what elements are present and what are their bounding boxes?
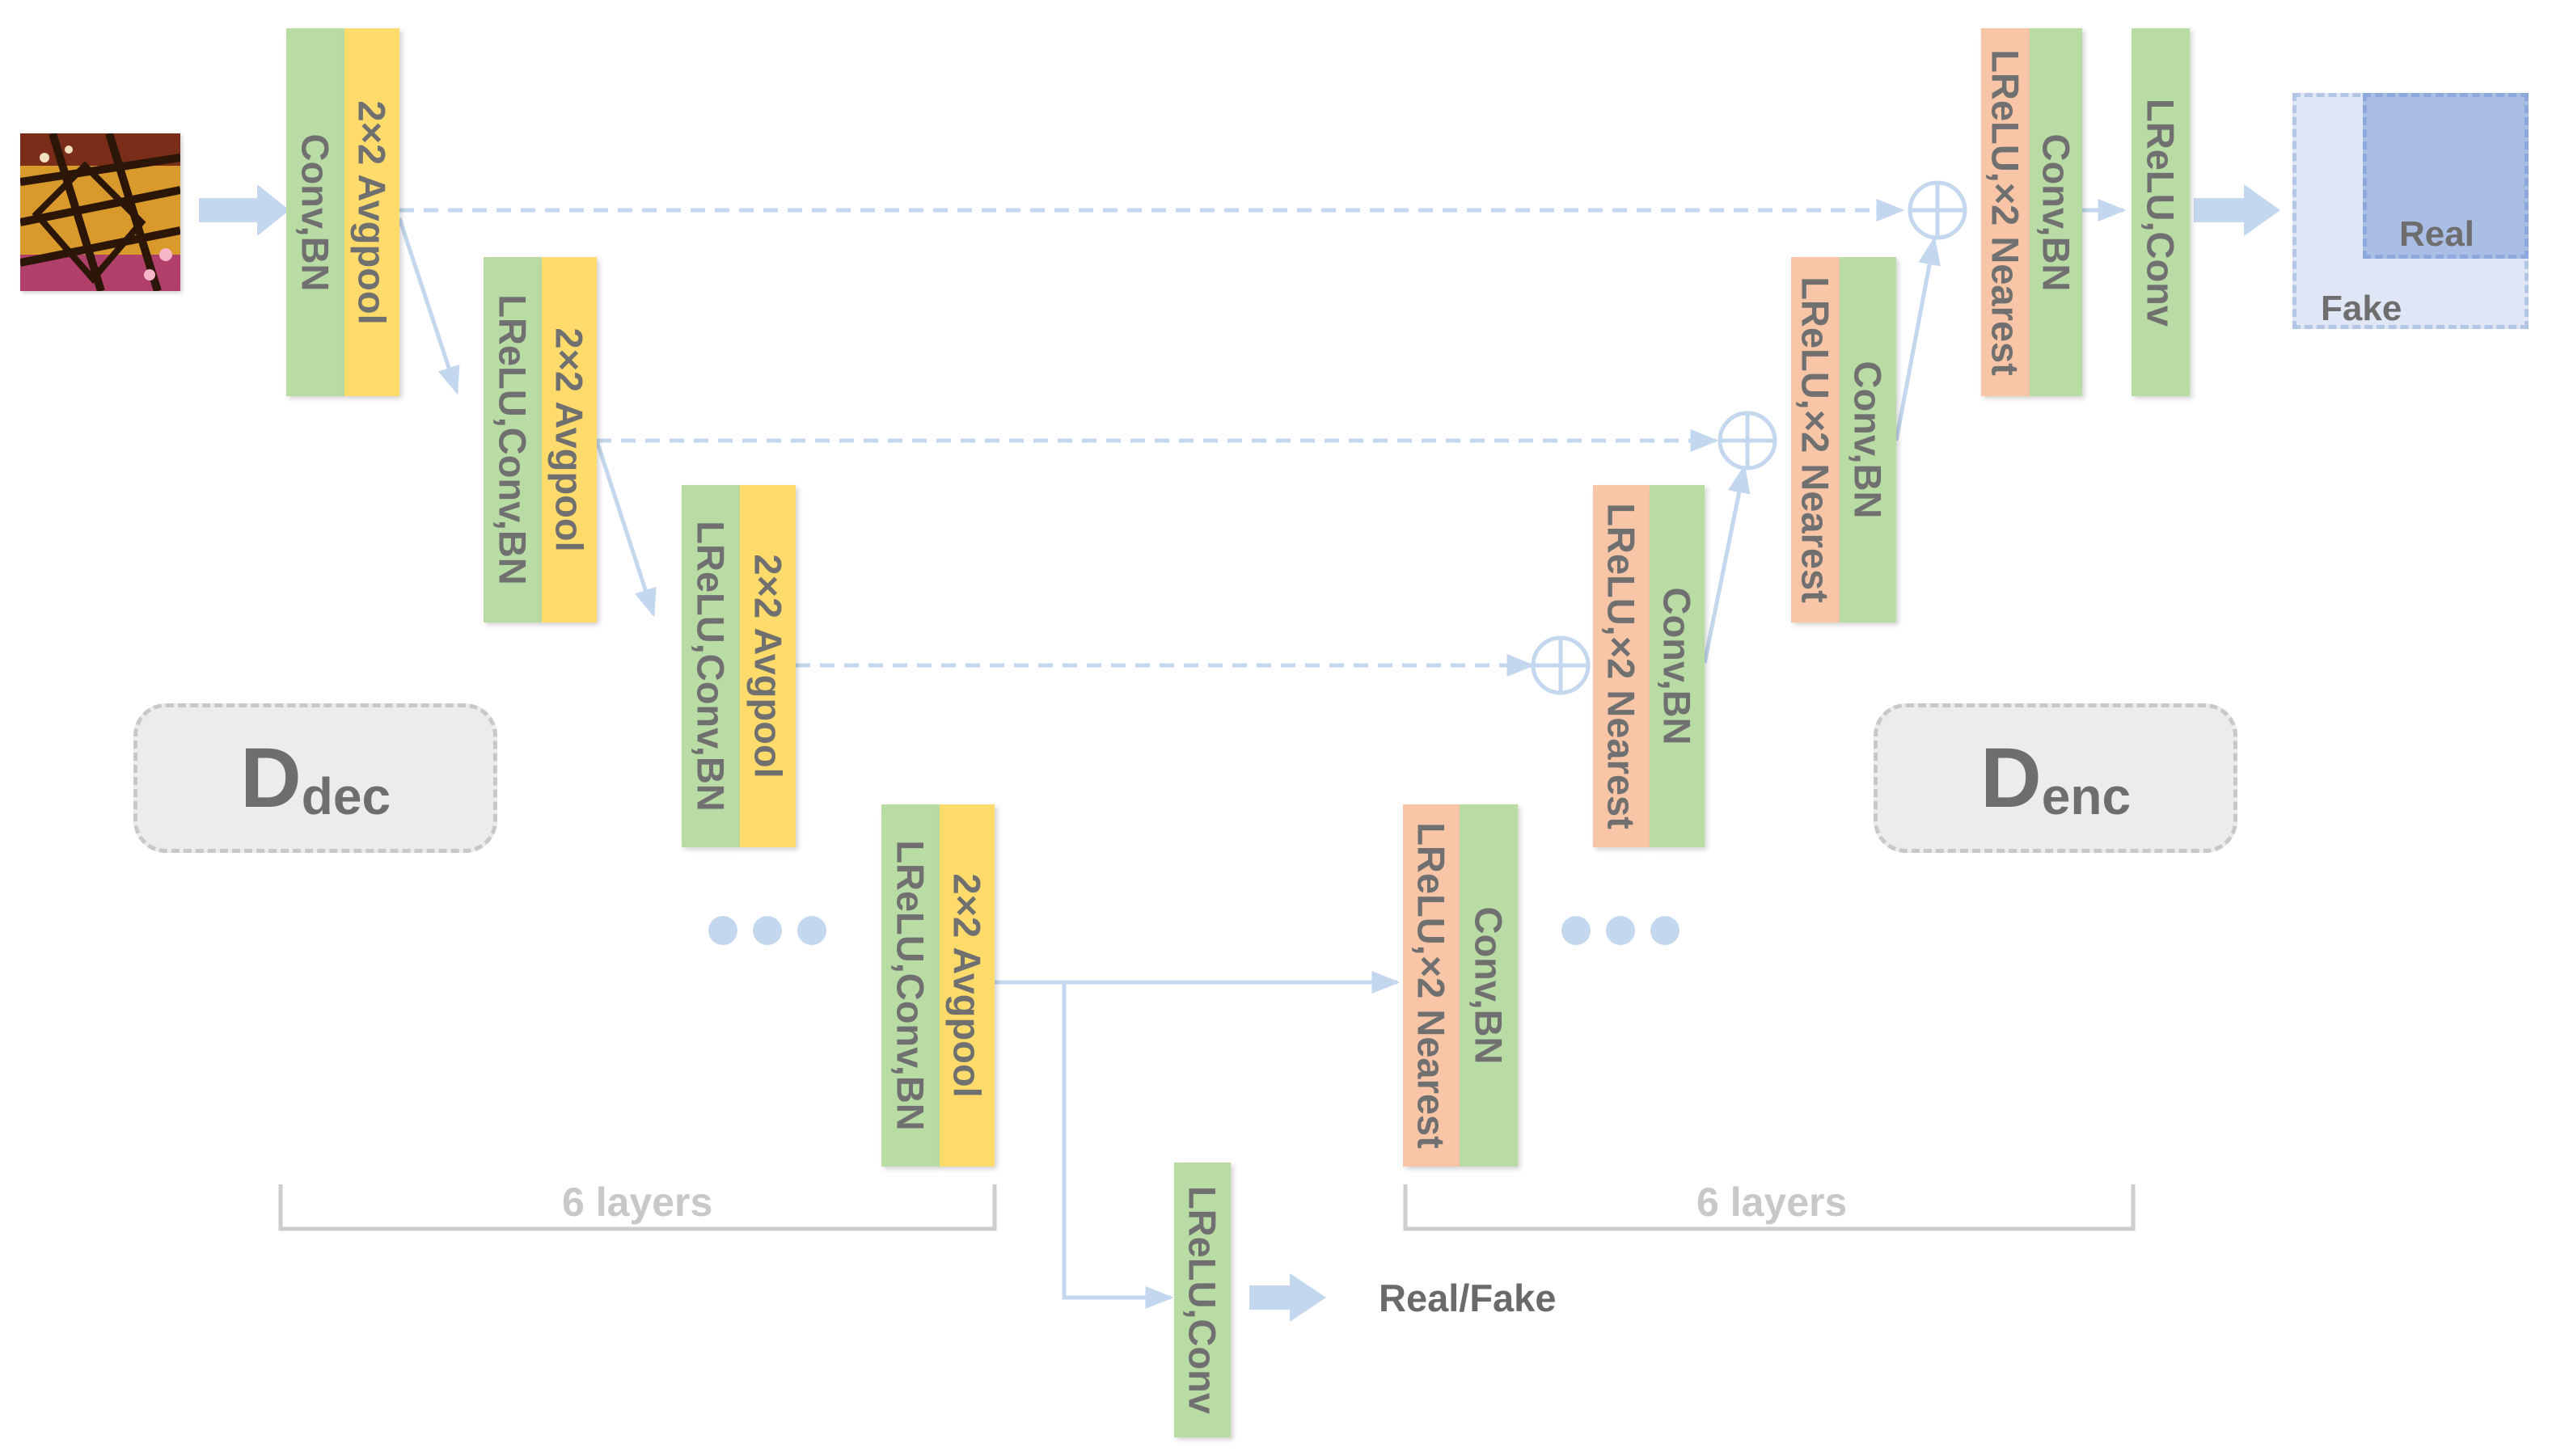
u3-nearest-label: LReLU,×2 Nearest	[1599, 503, 1643, 829]
d1-conv-bn-block: Conv,BN	[286, 28, 344, 396]
ellipsis-dot	[797, 916, 826, 945]
plus-1	[1908, 180, 1967, 240]
d1-conv-bn-label: Conv,BN	[294, 133, 337, 291]
d3-avgpool-block: 2×2 Avgpool	[740, 485, 796, 847]
plus-2	[1718, 411, 1777, 471]
left-layers-bracket	[278, 1184, 997, 1231]
d-enc-sub: enc	[2041, 767, 2132, 825]
u3-conv-bn-label: Conv,BN	[1655, 587, 1699, 745]
d4-avgpool-block: 2×2 Avgpool	[940, 804, 995, 1167]
u1-conv-bn-label: Conv,BN	[2034, 133, 2077, 291]
branch-line	[1062, 982, 1174, 1309]
d3-conv-bn-label: LReLU,Conv,BN	[689, 521, 733, 812]
d-dec-main: D	[239, 730, 302, 825]
ellipsis-dot	[753, 916, 782, 945]
output-real-patch: Real	[2363, 93, 2529, 259]
output-arrow	[2194, 184, 2280, 236]
d2-avgpool-block: 2×2 Avgpool	[542, 257, 597, 622]
u4-conv-bn-label: Conv,BN	[1467, 906, 1510, 1065]
ellipsis-dot	[1606, 916, 1635, 945]
up-arrow-1	[1702, 464, 1751, 664]
d2-conv-bn-label: LReLU,Conv,BN	[491, 294, 534, 585]
u1-conv-bn-block: Conv,BN	[2030, 28, 2082, 396]
down-arrow-1	[397, 217, 460, 395]
input-butterfly-image	[20, 133, 180, 291]
down-arrow-2	[594, 440, 657, 618]
real-fake-label: Real/Fake	[1379, 1277, 1557, 1319]
d-dec-sub: dec	[301, 767, 391, 825]
u1-nearest-block: LReLU,×2 Nearest	[1981, 28, 2030, 396]
u4-nearest-block: LReLU,×2 Nearest	[1403, 804, 1460, 1167]
right-layers-label: 6 layers	[1696, 1180, 1848, 1225]
final-lrelu-conv-block: LReLU,Conv	[2132, 28, 2190, 396]
up-arrow-2	[1894, 236, 1941, 441]
plus-3	[1531, 635, 1591, 695]
u2-conv-bn-label: Conv,BN	[1846, 361, 1890, 519]
u4-conv-bn-block: Conv,BN	[1460, 804, 1518, 1167]
u2-nearest-label: LReLU,×2 Nearest	[1794, 276, 1837, 603]
d1-avgpool-label: 2×2 Avgpool	[350, 99, 394, 325]
u1-nearest-label: LReLU,×2 Nearest	[1984, 49, 2027, 376]
real-label: Real	[2399, 214, 2474, 254]
d3-conv-bn-block: LReLU,Conv,BN	[682, 485, 740, 847]
final-lrelu-conv-label: LReLU,Conv	[2139, 98, 2182, 327]
bottom-lrelu-conv-block: LReLU,Conv	[1174, 1163, 1231, 1437]
fake-label: Fake	[2321, 289, 2402, 328]
right-layers-bracket	[1403, 1184, 2136, 1231]
u3-nearest-block: LReLU,×2 Nearest	[1593, 485, 1650, 847]
input-arrow	[199, 184, 289, 236]
u2-conv-bn-block: Conv,BN	[1840, 257, 1896, 622]
left-layers-label: 6 layers	[562, 1180, 713, 1225]
d2-avgpool-label: 2×2 Avgpool	[547, 327, 591, 552]
u2-nearest-block: LReLU,×2 Nearest	[1791, 257, 1840, 622]
d2-conv-bn-block: LReLU,Conv,BN	[484, 257, 542, 622]
d3-avgpool-label: 2×2 Avgpool	[746, 554, 789, 779]
d4-conv-bn-block: LReLU,Conv,BN	[881, 804, 940, 1167]
bottom-lrelu-conv-label: LReLU,Conv	[1181, 1186, 1224, 1414]
u3-conv-bn-block: Conv,BN	[1650, 485, 1705, 847]
ellipsis-dot	[1650, 916, 1680, 945]
d4-avgpool-label: 2×2 Avgpool	[945, 873, 989, 1098]
ellipsis-dot	[1561, 916, 1591, 945]
u4-nearest-label: LReLU,×2 Nearest	[1409, 822, 1453, 1149]
output-fake-map: Real Fake	[2292, 93, 2529, 329]
ellipsis-dot	[708, 916, 737, 945]
d-enc-main: D	[1979, 730, 2042, 825]
d4-conv-bn-label: LReLU,Conv,BN	[889, 840, 932, 1131]
realfake-arrow	[1249, 1273, 1326, 1322]
d1-avgpool-block: 2×2 Avgpool	[344, 28, 399, 396]
